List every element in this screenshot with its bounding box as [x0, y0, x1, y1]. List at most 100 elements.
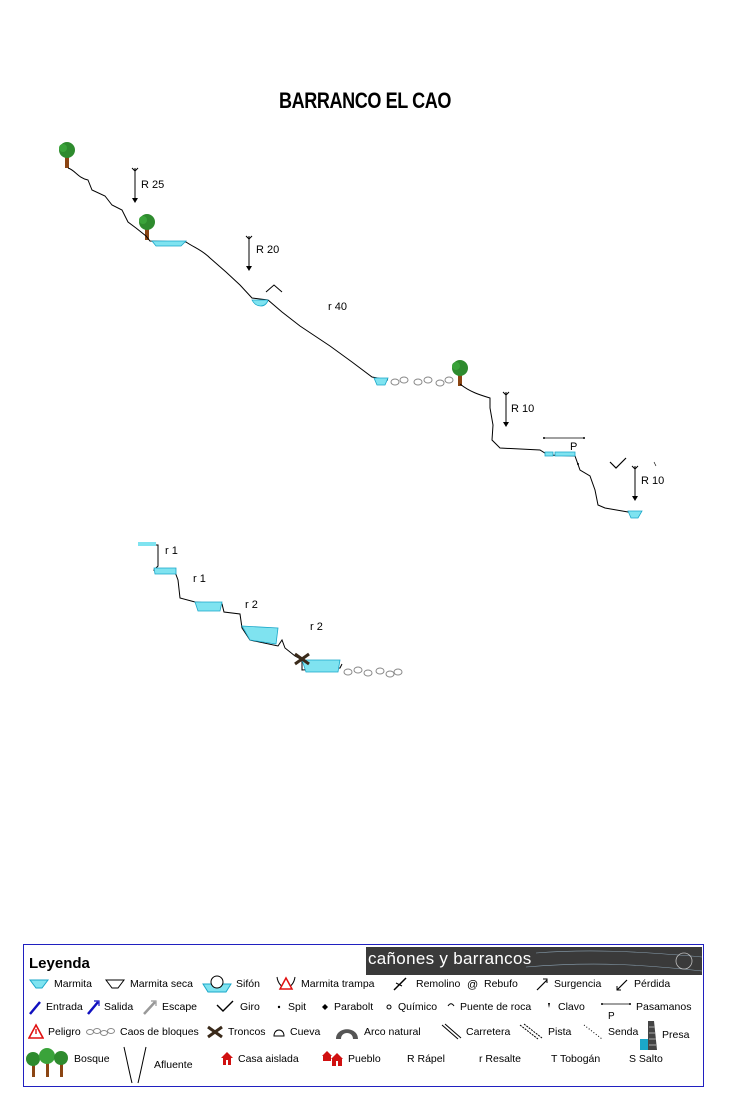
legend-item-remolino: Remolino: [390, 974, 460, 994]
legend-label: Senda: [608, 1026, 639, 1038]
marmita-trampa-icon: [275, 975, 297, 993]
carretera-icon: [440, 1023, 462, 1041]
pista-icon: [518, 1023, 544, 1041]
legend-pasamanos-p: P: [608, 1009, 615, 1023]
marmita-pool: [373, 377, 389, 386]
pasamanos-icon: [543, 437, 585, 439]
legend-item-troncos: Troncos: [206, 1022, 266, 1042]
marmita-pool: [627, 510, 643, 519]
brand-banner: cañones y barrancos: [366, 947, 702, 975]
legend-item-rebufo: @ Rebufo: [466, 974, 518, 994]
legend-item-giro: Giro: [214, 997, 260, 1017]
resalte-label: r 2: [245, 599, 258, 611]
legend-item-r-rapel: R Rápel: [407, 1049, 445, 1069]
legend-label: Carretera: [466, 1026, 511, 1038]
legend-label: Caos de bloques: [120, 1026, 199, 1038]
rappel-label: R 10: [641, 475, 664, 487]
marmita-pool: [153, 567, 177, 575]
legend-item-arco-natural: Arco natural: [334, 1022, 421, 1042]
presa-icon: [638, 1019, 658, 1051]
caos-bloques-icon: [343, 666, 403, 678]
pasamanos-label: P: [570, 441, 577, 453]
legend-label: Químico: [398, 1001, 438, 1013]
canyon-floor-line: [67, 167, 389, 381]
marmita-pool: [138, 542, 156, 546]
legend-label: r Resalte: [479, 1053, 522, 1065]
perdida-icon: [614, 975, 630, 993]
legend-item-escape: Escape: [142, 997, 197, 1017]
legend-label: Entrada: [46, 1001, 83, 1013]
legend-item-perdida: Pérdida: [614, 974, 670, 994]
marmita-icon: [28, 975, 50, 993]
legend-label: Marmita: [54, 978, 92, 990]
legend-item-afluente: Afluente: [120, 1045, 193, 1085]
tree-icon: [452, 360, 468, 386]
legend-label: Rebufo: [484, 978, 518, 990]
spit-icon: [577, 463, 579, 465]
legend-item-t-tobogan: T Tobogán: [551, 1049, 600, 1069]
legend-label: Puente de roca: [460, 1001, 532, 1013]
legend-title: Leyenda: [29, 955, 90, 972]
legend-item-senda: Senda: [582, 1022, 638, 1042]
legend-item-carretera: Carretera: [440, 1022, 510, 1042]
legend-item-marmita-trampa: Marmita trampa: [275, 974, 375, 994]
surgencia-icon: [534, 975, 550, 993]
legend-label: T Tobogán: [551, 1053, 601, 1065]
marmita-pool: [301, 659, 341, 673]
banner-decoration-icon: [525, 950, 702, 972]
tree-icon: [59, 142, 75, 168]
rappel-label: R 20: [256, 244, 279, 256]
rebufo-icon: @: [466, 975, 480, 993]
legend-item-marmita-seca: Marmita seca: [104, 974, 193, 994]
legend-label: Surgencia: [554, 978, 602, 990]
resalte-label: r 1: [193, 573, 206, 585]
afluente-icon: [120, 1045, 150, 1085]
legend-item-cueva: Cueva: [272, 1022, 320, 1042]
legend-label: Pista: [548, 1026, 572, 1038]
pasamanos-legend-icon: [600, 998, 632, 1016]
escape-icon: [265, 284, 283, 293]
troncos-icon: [294, 652, 310, 666]
sifon-icon: [202, 975, 232, 993]
canyon-profile: R 25 R 20 r 40 R 10 P R 10 r 1 r 1 r 2 r…: [59, 142, 664, 678]
spit-legend-icon: [274, 998, 284, 1016]
legend-item-pasamanos: Pasamanos: [600, 997, 691, 1017]
legend-label: Casa aislada: [238, 1053, 299, 1065]
legend-item-surgencia: Surgencia: [534, 974, 601, 994]
caos-bloques-legend-icon: [86, 1023, 116, 1041]
rappel-label: R 25: [141, 179, 164, 191]
legend-label: Presa: [662, 1029, 690, 1041]
legend-item-caos-bloques: Caos de bloques: [86, 1022, 199, 1042]
legend-label: Cueva: [290, 1026, 321, 1038]
legend-label: Pérdida: [634, 978, 671, 990]
legend-label: Escape: [162, 1001, 198, 1013]
legend-panel: Leyenda cañones y barrancos Marmita Marm…: [23, 944, 704, 1087]
tree-icon: [139, 214, 155, 240]
legend-item-clavo: Clavo: [544, 997, 585, 1017]
marmita-seca-icon: [104, 975, 126, 993]
puente-roca-icon: [446, 998, 456, 1016]
giro-legend-icon: [214, 998, 236, 1016]
marmita-pool: [151, 240, 187, 247]
troncos-legend-icon: [206, 1023, 224, 1041]
rappel-label: R 10: [511, 403, 534, 415]
legend-item-peligro: Peligro: [27, 1022, 81, 1042]
marmita-pool: [194, 601, 223, 612]
legend-item-bosque: Bosque: [26, 1045, 110, 1079]
legend-label: Afluente: [154, 1059, 193, 1071]
legend-label: R Rápel: [407, 1053, 445, 1065]
legend-item-casa-aislada: Casa aislada: [220, 1049, 299, 1069]
rappel-arrow: [245, 235, 253, 272]
pueblo-icon: [322, 1050, 344, 1068]
legend-label: Troncos: [228, 1026, 266, 1038]
legend-label: Clavo: [558, 1001, 585, 1013]
svg-text:@: @: [467, 979, 478, 991]
escape-legend-icon: [142, 998, 158, 1016]
legend-label: Spit: [288, 1001, 307, 1013]
remolino-icon: [390, 975, 412, 993]
arco-natural-icon: [334, 1023, 360, 1041]
resalte-label: r 40: [328, 301, 347, 313]
peligro-icon: [27, 1023, 45, 1041]
legend-label: Pasamanos: [636, 1001, 692, 1013]
quimico-icon: [384, 998, 394, 1016]
